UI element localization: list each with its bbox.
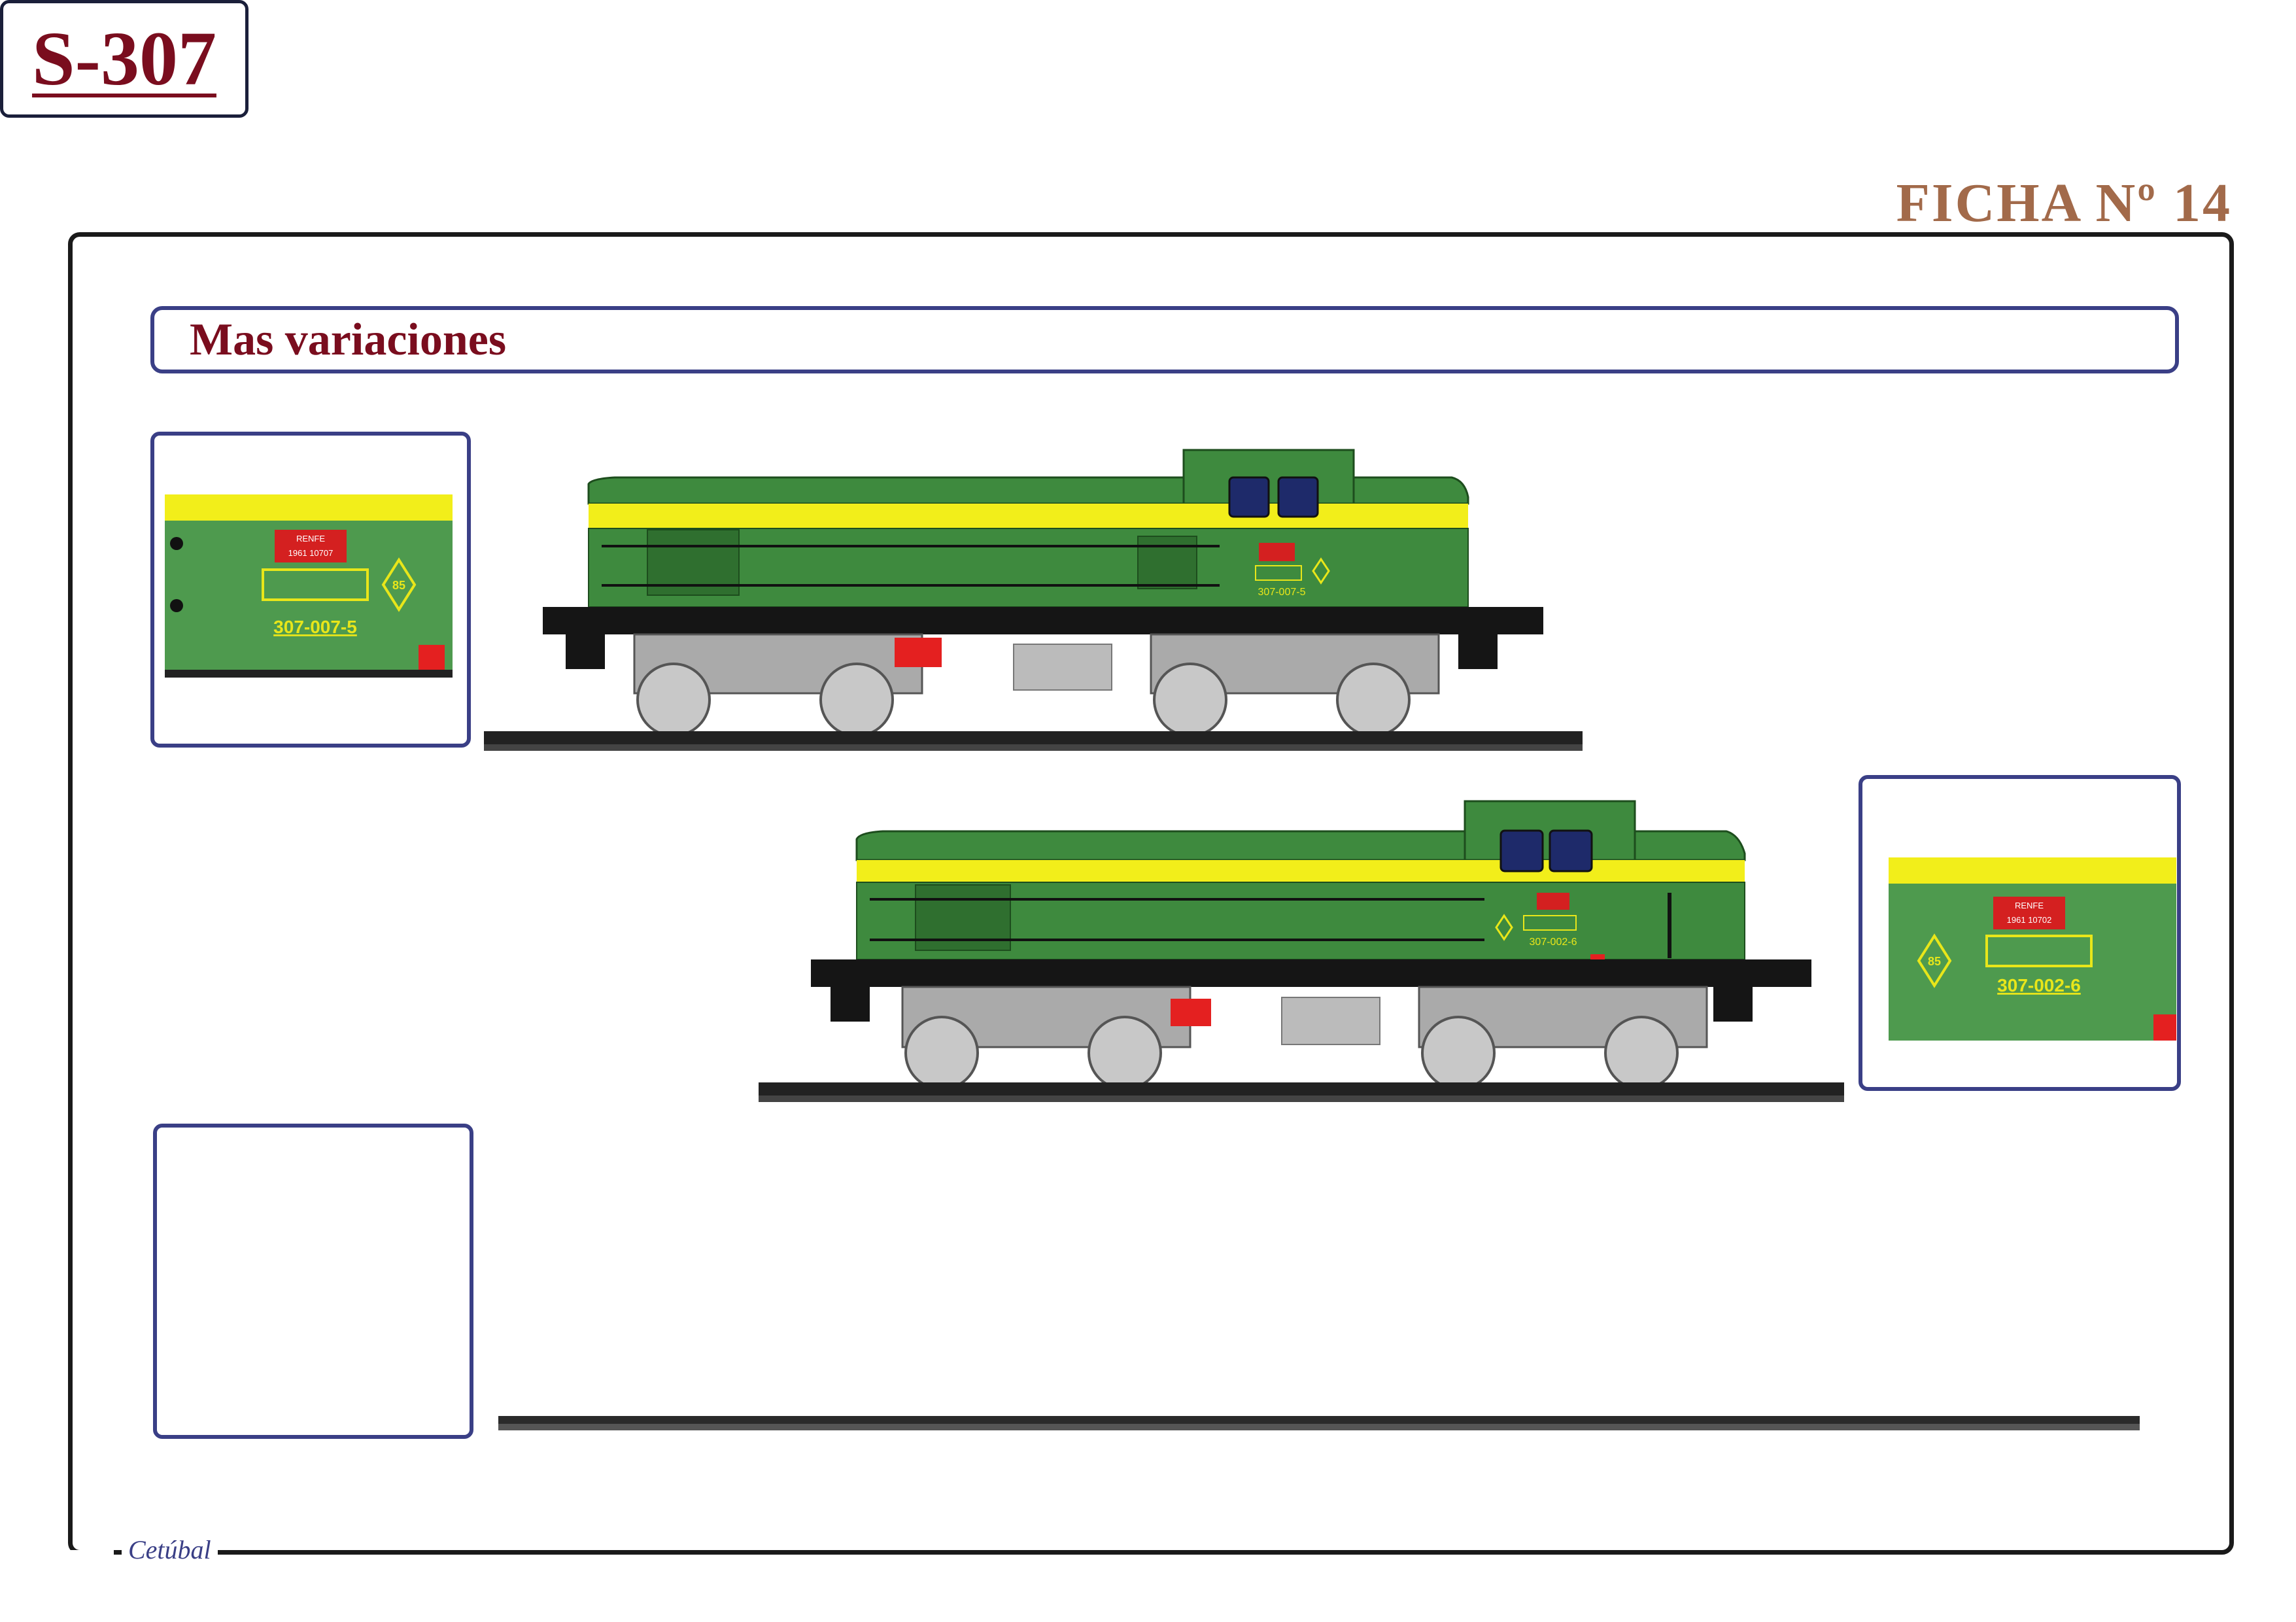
signature-gap [68,1550,114,1555]
ficha-label: FICHA Nº 14 [1896,173,2232,233]
detail-1-plate-top: RENFE [296,534,325,544]
detail-2-number: 307-002-6 [1997,975,2081,995]
locomotive-1: 307-007-5 [484,449,1583,751]
detail-frame-top-left: RENFE 1961 10707 85 307-007-5 [150,432,471,748]
detail-2-speed-badge: 85 [1928,955,1941,968]
section-header-box [150,306,2179,373]
page-title: S-307 [32,16,216,101]
detail-1-number: 307-007-5 [273,617,357,637]
detail-1-plate-bottom: 1961 10707 [288,548,334,558]
main-frame [68,232,2234,1555]
detail-zoom-1: RENFE 1961 10707 85 307-007-5 [165,494,453,678]
detail-frame-bottom-left-empty [153,1124,473,1439]
detail-2-plate-top: RENFE [2015,901,2044,910]
detail-zoom-2: RENFE 1961 10702 85 307-002-6 [1889,857,2176,1041]
detail-frame-right: RENFE 1961 10702 85 307-002-6 [1859,775,2181,1091]
locomotive-2: 307-002-6 [759,800,1844,1102]
locomotive-1-number: 307-007-5 [1258,587,1306,598]
section-title: Mas variaciones [190,315,507,365]
detail-2-plate-bottom: 1961 10702 [2007,915,2052,925]
locomotive-2-number: 307-002-6 [1530,937,1577,948]
title-box: S-307 [0,0,248,118]
signature: Cetúbal [122,1534,218,1565]
empty-track [498,1416,2140,1430]
detail-1-speed-badge: 85 [392,579,405,592]
